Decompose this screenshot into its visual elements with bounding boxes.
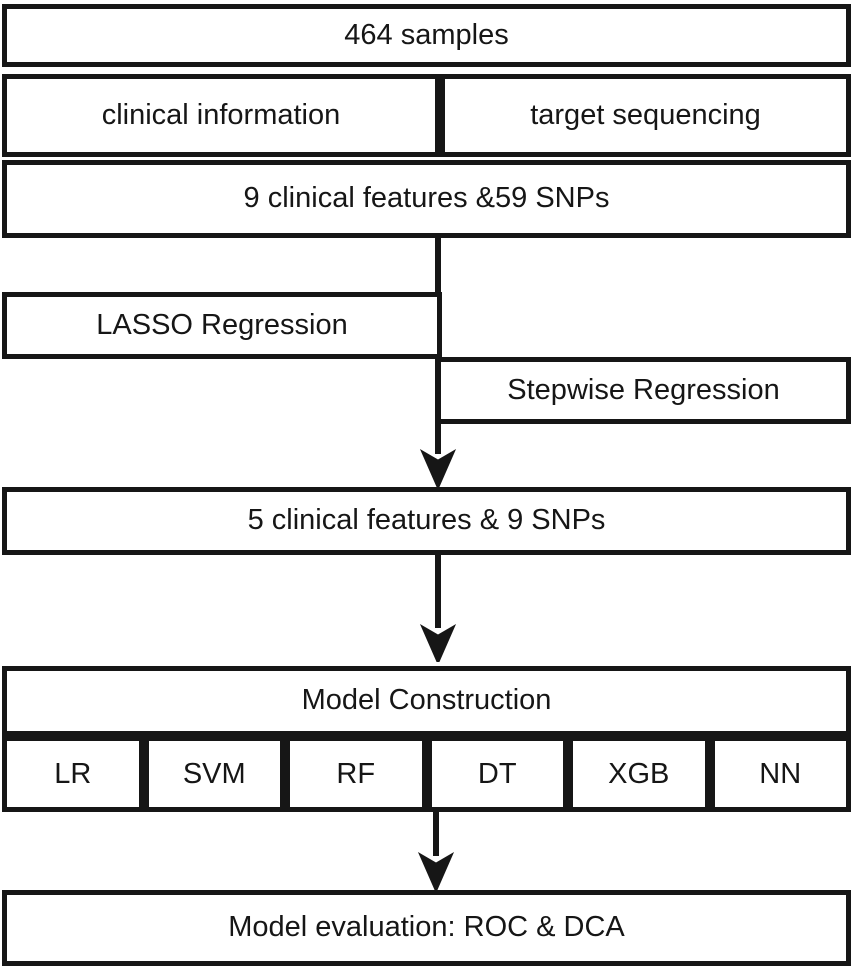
model-cells-row: LR SVM RF DT XGB NN bbox=[2, 736, 851, 812]
target-sequencing-box: target sequencing bbox=[440, 74, 851, 157]
model-cell-nn: NN bbox=[709, 736, 851, 812]
samples-box: 464 samples bbox=[2, 4, 851, 67]
arrowhead-down-icon bbox=[419, 624, 457, 662]
model-cell-rf: RF bbox=[285, 736, 427, 812]
model-cell-dt: DT bbox=[426, 736, 568, 812]
model-cell-lr: LR bbox=[2, 736, 144, 812]
connector-line-to-model-construction bbox=[435, 553, 441, 628]
arrowhead-down-icon bbox=[419, 449, 457, 487]
model-evaluation-box: Model evaluation: ROC & DCA bbox=[2, 890, 851, 966]
selected-features-box: 5 clinical features & 9 SNPs bbox=[2, 487, 851, 555]
model-cell-svm: SVM bbox=[143, 736, 285, 812]
clinical-information-box: clinical information bbox=[2, 74, 440, 157]
model-construction-box: Model Construction bbox=[2, 666, 851, 736]
arrowhead-down-icon bbox=[417, 852, 455, 890]
connector-line-to-evaluation bbox=[433, 810, 439, 856]
initial-features-box: 9 clinical features &59 SNPs bbox=[2, 160, 851, 238]
stepwise-regression-box: Stepwise Regression bbox=[436, 357, 851, 424]
lasso-regression-box: LASSO Regression bbox=[2, 292, 442, 359]
model-cell-xgb: XGB bbox=[568, 736, 710, 812]
